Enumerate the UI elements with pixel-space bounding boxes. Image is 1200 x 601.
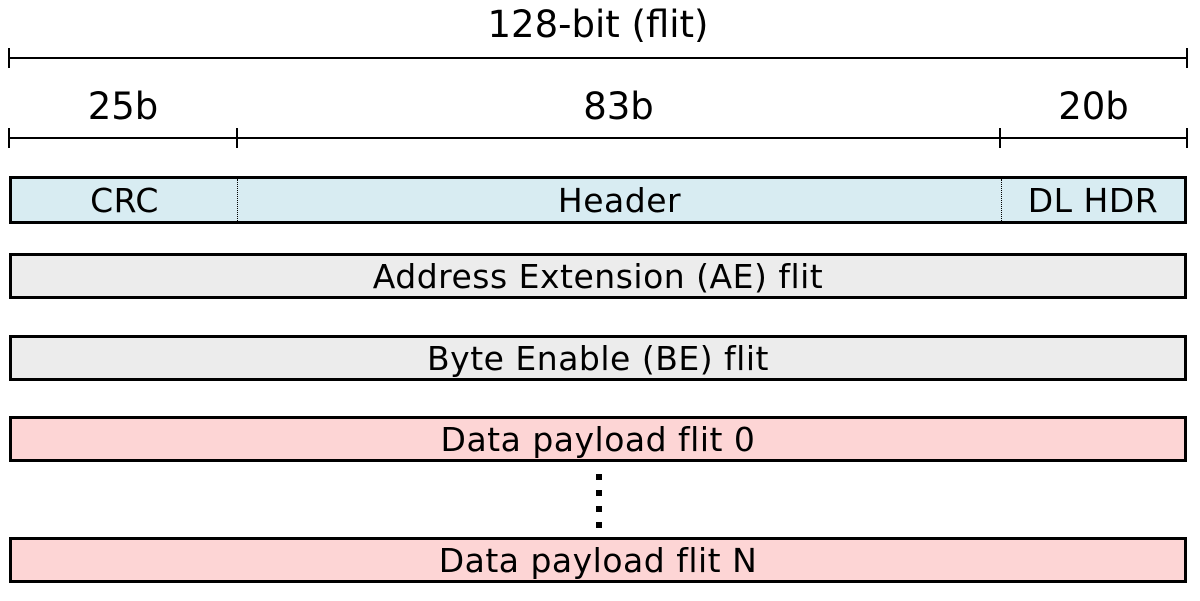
crc-field-label: CRC: [90, 180, 159, 220]
address-extension-flit-label: Address Extension (AE) flit: [372, 256, 824, 296]
data-payload-flit-n: Data payload flit N: [9, 537, 1187, 583]
header-width-label: 83b: [583, 85, 654, 128]
byte-enable-flit: Byte Enable (BE) flit: [9, 335, 1187, 381]
data-payload-flit-n-label: Data payload flit N: [438, 540, 758, 580]
crc-field: CRC: [12, 179, 238, 221]
vertical-ellipsis-icon: [596, 474, 602, 528]
flit-width-tick-left: [8, 48, 10, 68]
byte-enable-flit-label: Byte Enable (BE) flit: [427, 338, 769, 378]
header-flit: CRC Header DL HDR: [9, 176, 1187, 224]
data-payload-flit-0: Data payload flit 0: [9, 416, 1187, 462]
segment-tick-0: [8, 128, 10, 148]
segment-tick-3: [1186, 128, 1188, 148]
flit-width-label: 128-bit (flit): [487, 3, 709, 46]
dl-hdr-field: DL HDR: [1002, 179, 1184, 221]
segment-tick-2: [999, 128, 1001, 148]
crc-width-label: 25b: [87, 85, 159, 128]
segment-width-line: [9, 137, 1187, 139]
header-field-label: Header: [557, 180, 682, 220]
header-field: Header: [238, 179, 1002, 221]
segment-tick-1: [236, 128, 238, 148]
address-extension-flit: Address Extension (AE) flit: [9, 253, 1187, 299]
flit-width-line: [9, 57, 1187, 59]
flit-width-tick-right: [1186, 48, 1188, 68]
dl-hdr-width-label: 20b: [1058, 85, 1129, 128]
data-payload-flit-0-label: Data payload flit 0: [440, 419, 756, 459]
dl-hdr-field-label: DL HDR: [1027, 180, 1159, 220]
